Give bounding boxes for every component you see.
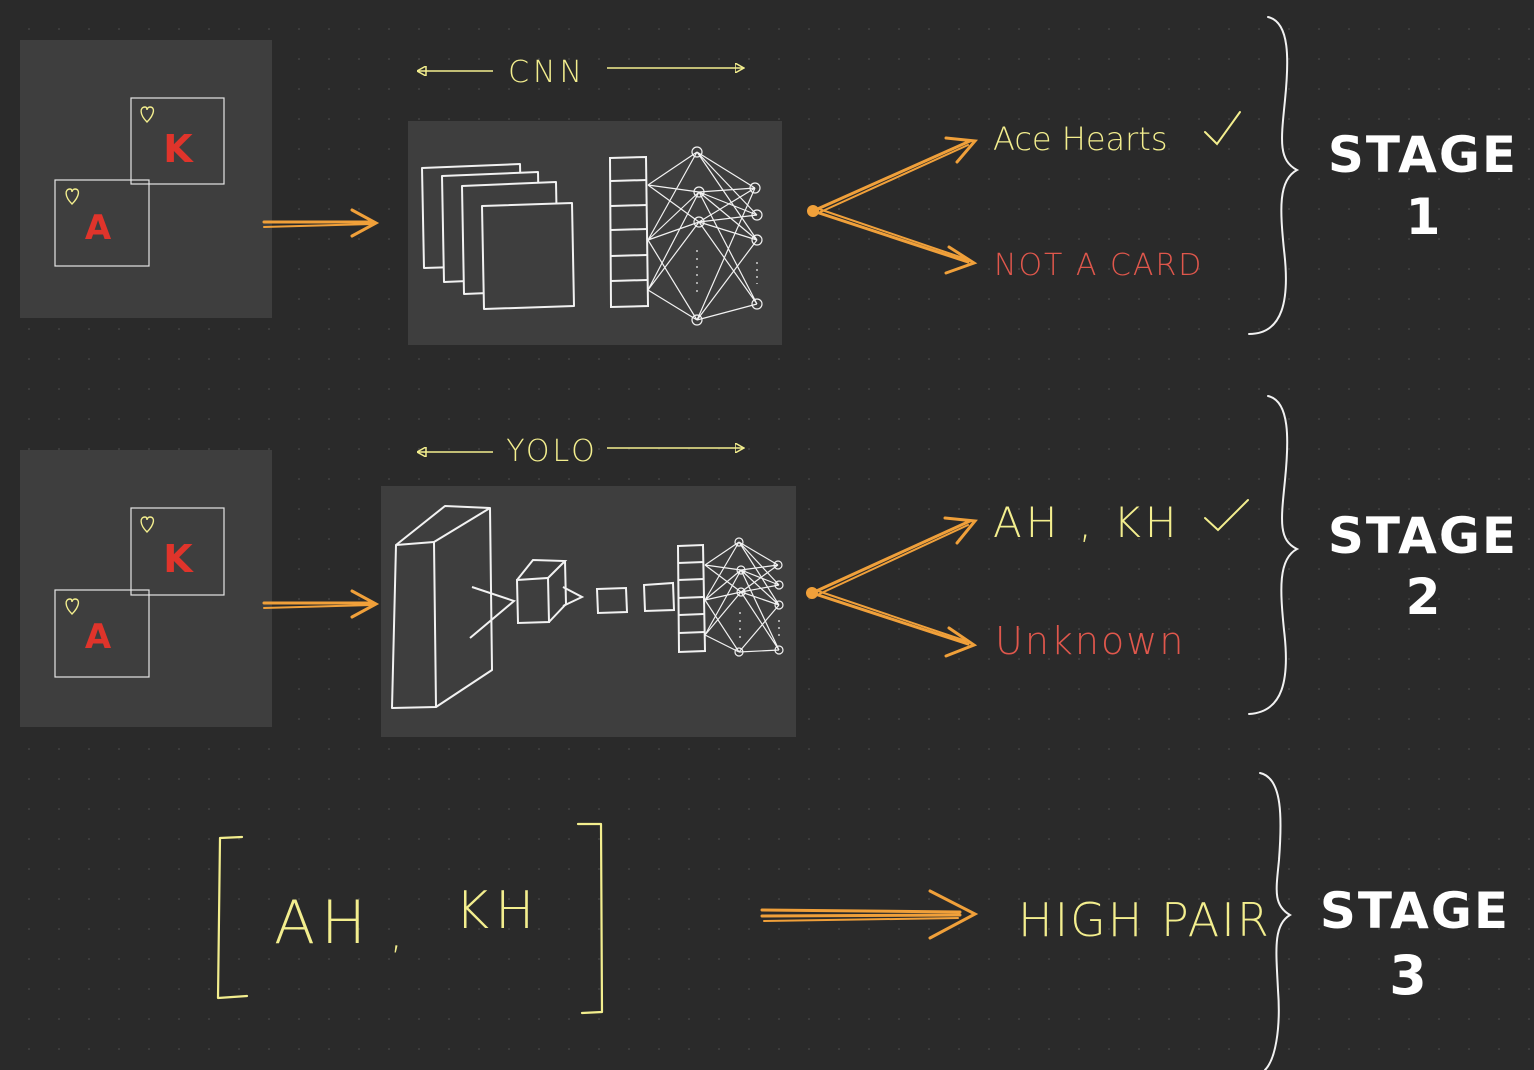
stage-brace (1248, 16, 1300, 335)
model-label: YOLO (506, 434, 598, 469)
stage-1: K A CNN (20, 16, 1518, 345)
stage-brace (1248, 395, 1300, 715)
input-image-panel: K A (20, 450, 272, 727)
stage-title: STAGE (1328, 507, 1518, 565)
list-separator: , (390, 912, 403, 958)
positive-output: AH , KH (993, 498, 1181, 547)
list-item: AH (274, 888, 372, 958)
cnn-model-panel (408, 121, 782, 345)
card-rank: K (163, 537, 194, 581)
stage-number: 2 (1406, 568, 1441, 626)
input-image-panel: K A (20, 40, 272, 318)
stage-title: STAGE (1320, 882, 1510, 940)
heart-icon (140, 516, 155, 533)
dense-network (647, 146, 763, 326)
model-span-arrow (418, 448, 743, 452)
heart-icon (65, 188, 80, 205)
stage-number: 1 (1406, 188, 1441, 246)
card-king: K (130, 97, 225, 185)
check-icon (1204, 499, 1249, 532)
stage-number: 3 (1389, 944, 1427, 1007)
output-branch-arrows (807, 136, 979, 275)
heart-icon (65, 598, 80, 615)
backbone-block (391, 505, 493, 709)
check-icon (1204, 111, 1241, 146)
card-ace: A (54, 589, 150, 678)
card-rank: K (163, 127, 194, 171)
stage-output: HIGH PAIR (1018, 893, 1271, 947)
feature-map-stack (421, 163, 575, 310)
output-arrow (760, 889, 979, 940)
list-item: KH (455, 881, 540, 941)
model-span-arrow (418, 68, 743, 71)
positive-output: Ace Hearts (993, 120, 1168, 158)
small-feature-2 (642, 581, 676, 613)
flatten-vector (676, 543, 707, 654)
stage-3: AH , KH HIGH PAIR STAGE 3 (216, 772, 1510, 1070)
input-arrow (262, 208, 380, 238)
output-branch-arrows (806, 516, 978, 658)
pool-arrow (562, 586, 585, 607)
card-king: K (130, 507, 225, 596)
heart-icon (140, 106, 155, 123)
model-label: CNN (508, 55, 586, 90)
small-feature-1 (595, 586, 629, 615)
negative-output: Unknown (995, 619, 1185, 663)
list-bracket-left (216, 835, 249, 1000)
negative-output: NOT A CARD (994, 248, 1203, 283)
card-rank: A (85, 617, 112, 657)
dense-network (704, 537, 784, 657)
input-arrow (262, 589, 380, 619)
list-bracket-right (576, 822, 604, 1015)
flatten-vector (608, 155, 650, 309)
card-ace: A (54, 179, 150, 267)
stage-title: STAGE (1328, 126, 1518, 184)
stage-brace (1259, 772, 1292, 1070)
conv-arrow (469, 586, 517, 639)
stage-2: K A YOLO (20, 395, 1518, 737)
card-rank: A (85, 208, 112, 248)
yolo-model-panel (381, 486, 796, 737)
